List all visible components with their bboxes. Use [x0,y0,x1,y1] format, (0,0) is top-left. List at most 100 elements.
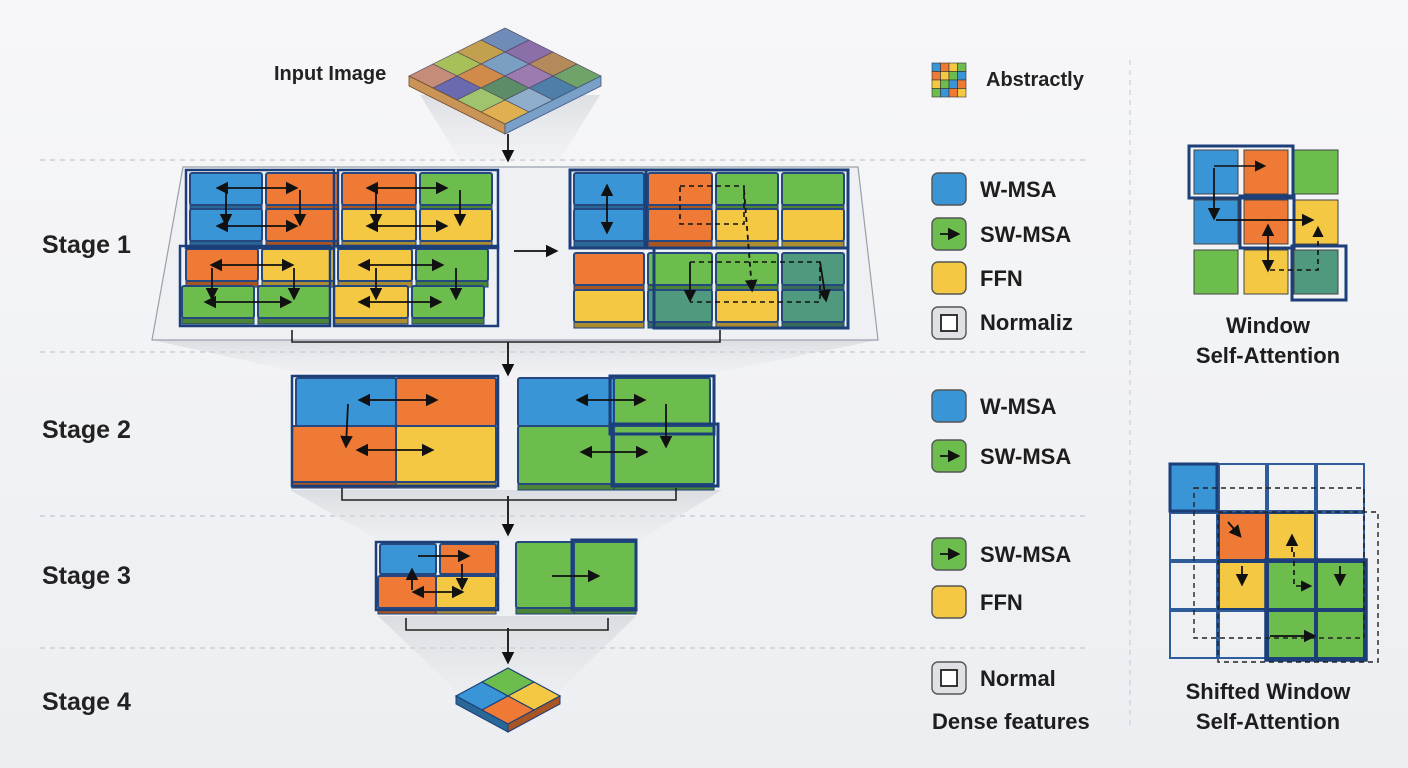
stage3-a-tile [439,543,497,575]
stage3-b-tile [515,541,575,609]
abstractly-label: Abstractly [986,69,1084,91]
shifted-grid-outline [1169,610,1218,659]
stage2-a-tile [291,425,397,483]
stage1-b-shift-path [679,185,745,225]
legend-s1-ffn-swatch [931,261,967,295]
stage1-a-tile [265,172,339,206]
abstract-grid-cell [940,79,950,89]
stage-3-label: Stage 3 [42,562,131,590]
stage2-a-tile [395,377,497,427]
shifted-cell-green-3 [1267,610,1316,659]
window-grid-cell [1243,149,1289,195]
legend-s2-wmsa-swatch [931,389,967,423]
window-frame-3 [1290,244,1348,302]
legend-s2-swmsa: SW-MSA [980,444,1072,469]
stage1-a-tile [341,208,417,242]
stage1-b-tile [573,289,645,323]
window-attention-title: Window Self-Attention [1150,311,1386,371]
shifted-grid-outline [1316,463,1365,512]
window-grid-cell [1193,249,1239,295]
abstract-grid-cell [931,62,941,72]
stage1-b-shift-arrow-3 [818,261,831,303]
shifted-arrow-4 [1293,552,1313,592]
stage3-b-window [570,538,638,612]
stage1-a-tile [419,208,493,242]
stage1-b-tile [781,208,845,242]
legend-s1-swmsa: SW-MSA [980,222,1072,247]
stage2-merge-bracket [341,488,677,501]
window-grid-cell [1243,199,1289,245]
abstract-grid-cell [940,71,950,81]
stage2-a-attn-arrow-v [340,403,353,449]
shifted-title-line2: Self-Attention [1195,709,1341,734]
abstract-grid-cell [940,88,950,98]
window-grid-cell [1293,199,1339,245]
shifted-arrow-1 [1227,521,1242,538]
window-title-line1: Window [1225,313,1311,338]
stage1-a-tile [341,172,417,206]
stage4-side-right [507,695,561,733]
stage1-b-tile [647,252,713,286]
legend-s4-norm-swatch-inner [940,669,958,687]
stage1-b-tile [781,289,845,323]
stage3-b-tile [573,541,637,609]
abstract-grid-cell [931,71,941,81]
stage-1-label: Stage 1 [42,231,131,259]
window-grid-cell [1243,249,1289,295]
stage1-b-tile [715,252,779,286]
stage2-a-window [290,374,500,488]
stage1-a-window-4 [332,244,500,328]
abstract-grid-cell [931,88,941,98]
shifted-window-title: Shifted Window Self-Attention [1150,677,1386,737]
stage-4-label: Stage 4 [42,688,131,716]
legend-s1-norm: Normaliz [980,310,1073,335]
stage1-b-tile [647,289,713,323]
shifted-frame-big [1264,558,1368,662]
window-grid-cell [1193,199,1239,245]
legend-s1-norm-swatch-inner [940,314,958,332]
abstract-grid-cell [957,62,967,72]
abstract-grid-cell [948,88,958,98]
legend-s3-ffn-swatch [931,585,967,619]
shifted-cell-yellow-1 [1267,512,1316,561]
stage1-b-tile [647,208,713,242]
stage1-merge-bracket [291,330,721,343]
shifted-cell-orange [1218,512,1267,561]
stage3-a-window [374,540,500,612]
abstract-grid-cell [940,62,950,72]
stage2-b-tile [517,425,615,485]
stage1-a-tile [265,208,339,242]
stage1-b-tile [715,172,779,206]
window-grid-cell [1293,249,1339,295]
legend-s4-norm: Normal [980,666,1056,691]
abstract-grid-cell [931,79,941,89]
abstract-grid-cell [948,79,958,89]
funnel-shade-2 [290,490,722,540]
legend-s3-swmsa: SW-MSA [980,542,1072,567]
shifted-grid-outline [1316,512,1365,561]
shifted-cell-green-4 [1316,610,1365,659]
legend-s1-wmsa-swatch [931,172,967,206]
stage1-b-tile [715,208,779,242]
stage1-b-shift-path-2 [690,261,821,303]
stage1-b-tile [573,208,645,242]
funnel-shade-1 [152,340,878,372]
stage1-b-tile [781,172,845,206]
abstract-grid-cell [948,62,958,72]
shifted-dashed-window-1 [1193,487,1365,639]
legend-s1-wmsa: W-MSA [980,177,1057,202]
stage1-b-shift-arrow [743,189,758,293]
stage3-merge-bracket [405,618,609,631]
legend-s2-wmsa: W-MSA [980,394,1057,419]
stage1-a-window-1 [184,168,336,250]
shifted-dashed-window-2 [1217,511,1379,663]
shifted-title-line1: Shifted Window [1185,679,1351,704]
abstract-grid-cell [957,88,967,98]
stage1-b-tile [715,289,779,323]
stage2-b-tile [613,377,711,427]
legend-s1-ffn: FFN [980,266,1023,291]
stage2-b-tile [517,377,615,427]
shifted-grid-outline [1218,610,1267,659]
